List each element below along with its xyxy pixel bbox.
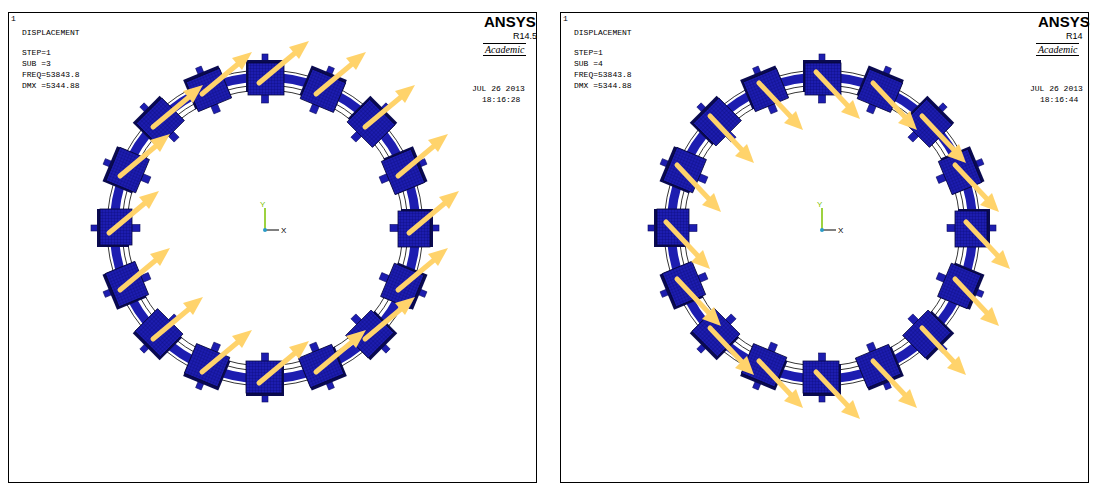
axis-label: X xyxy=(281,226,286,235)
plot-time: 18:16:44 xyxy=(1040,95,1078,104)
plot-date: JUL 26 2013 xyxy=(472,84,525,93)
frequency-info: FREQ=53843.8 xyxy=(574,70,632,79)
frequency-info: FREQ=53843.8 xyxy=(22,70,80,79)
academic-badge: Academic xyxy=(1036,43,1079,56)
substep-info: SUB =4 xyxy=(574,59,603,68)
axis-triad xyxy=(820,208,836,232)
step-info: STEP=1 xyxy=(22,48,51,57)
step-info: STEP=1 xyxy=(574,48,603,57)
window-number: 1 xyxy=(11,14,16,23)
panel-frame xyxy=(561,13,1089,483)
academic-badge: Academic xyxy=(483,43,526,56)
plot-title: DISPLACEMENT xyxy=(22,28,80,37)
release-number: R14.5 xyxy=(513,31,537,41)
plot-time: 18:16:28 xyxy=(482,95,520,104)
substep-info: SUB =3 xyxy=(22,59,51,68)
axis-triad xyxy=(263,208,279,232)
window-number: 1 xyxy=(563,14,568,23)
max-displacement: DMX =5344.88 xyxy=(574,81,632,90)
ring-model xyxy=(91,54,439,402)
axis-label: X xyxy=(838,226,843,235)
release-number: R14 xyxy=(1066,31,1083,41)
ring-model xyxy=(648,54,996,402)
plot-date: JUL 26 2013 xyxy=(1030,84,1083,93)
axis-label: Y xyxy=(817,200,822,209)
displacement-arrows xyxy=(109,41,459,383)
displacement-arrows xyxy=(666,72,1010,419)
max-displacement: DMX =5344.88 xyxy=(22,81,80,90)
plot-title: DISPLACEMENT xyxy=(574,28,632,37)
axis-label: Y xyxy=(260,200,265,209)
panel-frame xyxy=(9,13,537,483)
ansys-logo: ANSYS xyxy=(1038,14,1090,30)
ansys-logo: ANSYS xyxy=(484,14,536,30)
